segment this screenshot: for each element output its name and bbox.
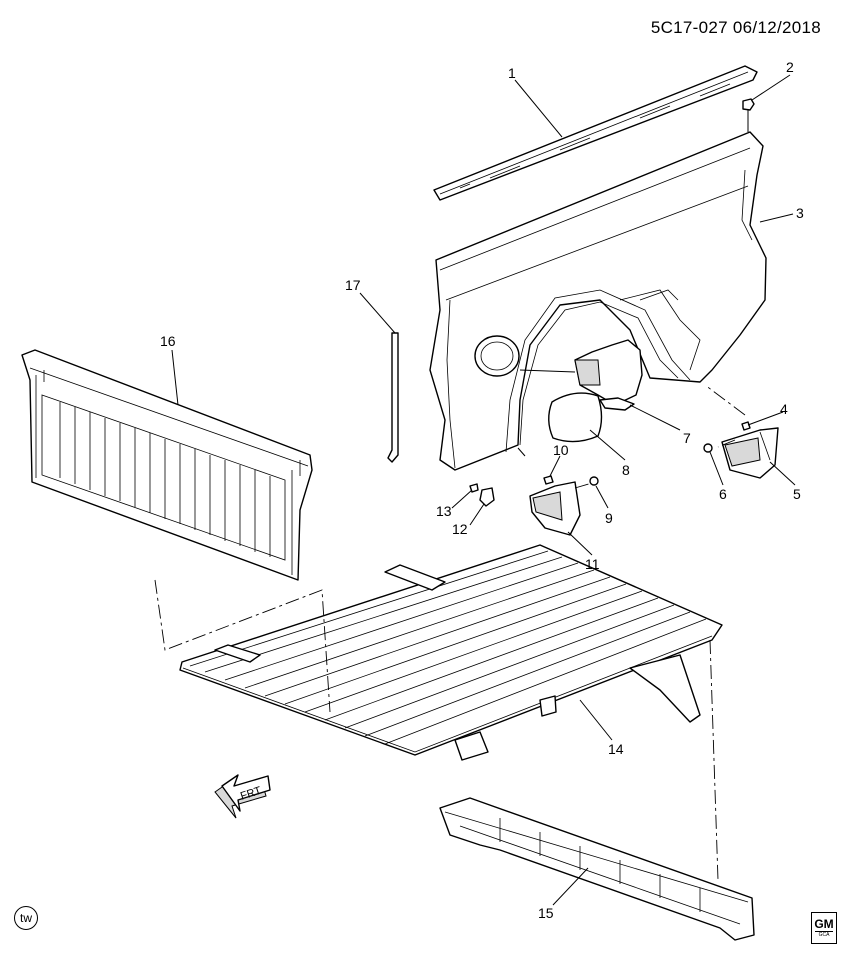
gm-logo-subtext: GCA: [815, 931, 833, 938]
callout-13: 13: [436, 503, 452, 519]
callout-17: 17: [345, 277, 361, 293]
part-14-floor: [179, 544, 723, 761]
callout-labels: 1 2 3 4 5 6 7 8 9 10 11 12 13 14 15 16 1…: [160, 59, 804, 921]
tw-mark: tw: [14, 906, 38, 930]
callout-4: 4: [780, 401, 788, 417]
callout-6: 6: [719, 486, 727, 502]
part-5-bracket-rear: [721, 427, 779, 479]
part-17-seal: [387, 332, 399, 463]
callout-10: 10: [553, 442, 569, 458]
part-8-fuel-door: [548, 392, 603, 443]
part-3-box-side-panel: [429, 131, 767, 471]
callout-8: 8: [622, 462, 630, 478]
callout-9: 9: [605, 510, 613, 526]
part-12-clip: [479, 487, 495, 507]
alignment-lines: [154, 384, 746, 881]
callout-1: 1: [508, 65, 516, 81]
gm-logo-text: GM: [814, 917, 834, 931]
part-1-rail-cap: [433, 65, 758, 201]
leader-lines: [171, 74, 796, 906]
part-9-washer: [589, 476, 599, 486]
callout-16: 16: [160, 333, 176, 349]
part-4-fastener: [741, 421, 751, 431]
part-16-front-panel: [21, 349, 313, 581]
diagram-code: 5C17-027 06/12/2018: [650, 18, 821, 37]
part-11-bracket-front: [529, 481, 581, 536]
callout-7: 7: [683, 430, 691, 446]
callout-14: 14: [608, 741, 624, 757]
gm-logo: GM GCA: [811, 912, 837, 944]
callout-15: 15: [538, 905, 554, 921]
part-7-bracket: [574, 339, 643, 411]
callout-2: 2: [786, 59, 794, 75]
part-6-fastener: [703, 443, 713, 453]
callout-3: 3: [796, 205, 804, 221]
callout-12: 12: [452, 521, 468, 537]
front-direction-arrow: FRT: [214, 774, 271, 819]
part-10-fastener: [543, 475, 554, 485]
callout-5: 5: [793, 486, 801, 502]
part-2-fastener: [742, 98, 755, 132]
part-15-crossmember: [439, 797, 755, 941]
callout-11: 11: [585, 556, 600, 572]
